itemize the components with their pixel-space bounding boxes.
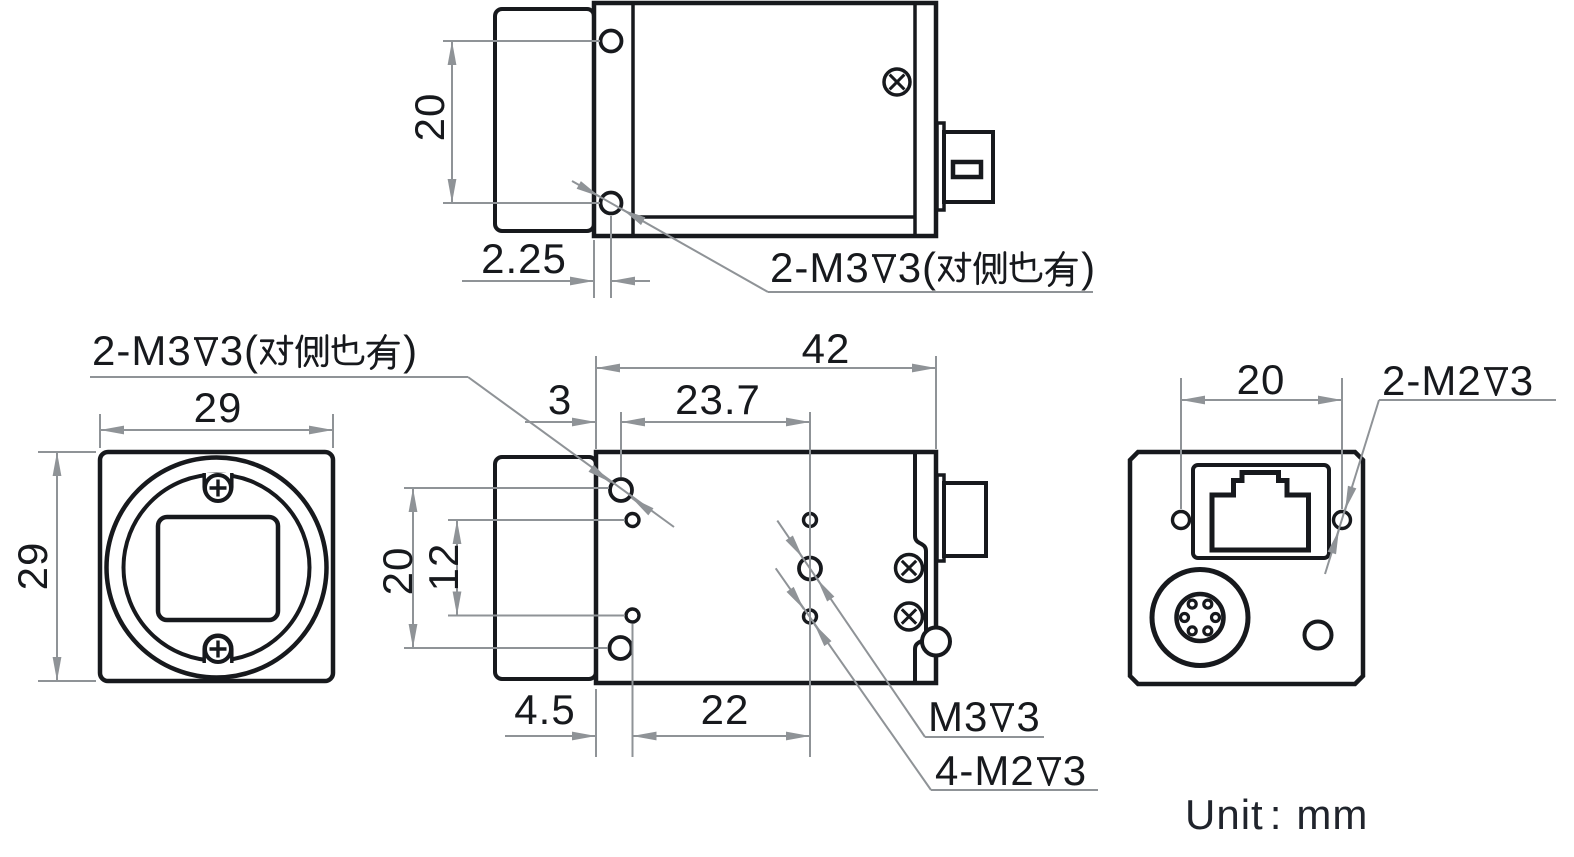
top-view-dimensions (443, 40, 1093, 298)
sensor-window (155, 514, 281, 623)
dim-front-29w: 29 (193, 384, 243, 431)
dim-front-29h: 29 (9, 541, 56, 591)
dim-side-42: 42 (801, 325, 851, 372)
rj45-bezel (1191, 463, 1331, 560)
dim-side-23-7: 23.7 (675, 376, 761, 423)
back-screw-2 (893, 601, 925, 632)
dim-side-12: 12 (420, 542, 467, 592)
dim-side-20: 20 (374, 546, 421, 596)
back-screw-1 (893, 552, 925, 584)
side-bump (920, 625, 952, 658)
dim-top-2-25: 2.25 (481, 235, 567, 282)
front-screw-bottom (203, 634, 233, 664)
side-view (493, 449, 988, 686)
cjk-text-icon (938, 251, 1078, 287)
rj45-jack (1209, 470, 1311, 553)
top-screw-hole-1 (598, 28, 624, 54)
unit-note: Unit:mm (1185, 791, 1369, 838)
front-view (97, 449, 336, 684)
top-screw-hole-2 (598, 190, 624, 216)
m2-hole-right (1331, 509, 1353, 531)
depth-symbol-icon (1036, 757, 1061, 786)
lens-mount-outer (104, 455, 329, 680)
depth-symbol-icon (990, 703, 1015, 732)
lens-flange-side (493, 455, 598, 681)
depth-symbol-icon (193, 337, 218, 366)
dim-side-22: 22 (700, 686, 750, 733)
depth-symbol-icon (1483, 367, 1508, 396)
camera-body-top (591, 0, 939, 239)
dim-side-4-5: 4.5 (514, 686, 576, 733)
m3-hole-top (608, 477, 634, 503)
lens-flange-top (493, 7, 596, 233)
m2-hole-bl (624, 607, 641, 624)
top-view (493, 0, 995, 239)
io-connector-side (935, 473, 988, 563)
dim-back-20: 20 (1236, 356, 1286, 403)
dim-side-3: 3 (547, 376, 573, 423)
cjk-text-icon (260, 334, 400, 370)
front-screw-top (203, 473, 233, 503)
m2-hole-left (1170, 509, 1192, 531)
screw-icon (882, 67, 912, 97)
dim-top-20: 20 (406, 92, 453, 142)
led-indicator (1302, 619, 1334, 651)
power-connector (1149, 567, 1251, 668)
side-view-dimensions (90, 356, 1098, 791)
io-connector-top (935, 121, 995, 212)
back-view (1127, 449, 1366, 687)
camera-body-side (593, 449, 939, 686)
depth-symbol-icon (871, 254, 896, 283)
front-view-dimensions (38, 414, 334, 682)
back-view-dimensions (1180, 378, 1556, 575)
